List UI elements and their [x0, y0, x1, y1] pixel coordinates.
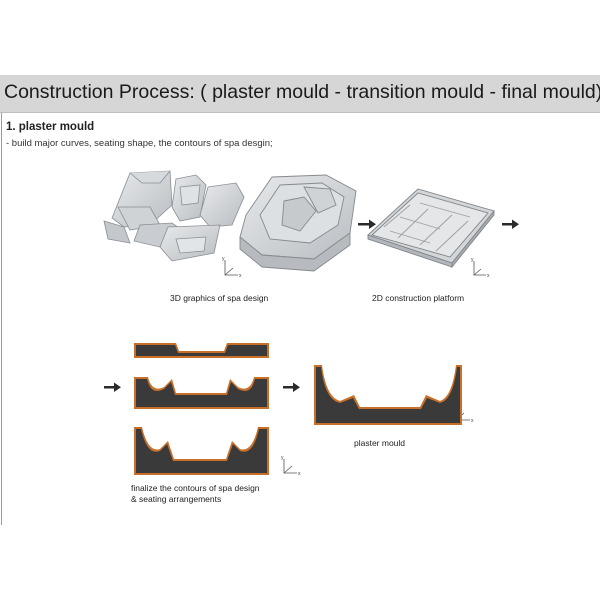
- caption-finalize-line-1: finalize the contours of spa design: [131, 483, 260, 493]
- axis-marker-4: [283, 459, 297, 474]
- axis-label-y-1: y: [222, 256, 225, 262]
- caption-finalize-line-2: & seating arrangements: [131, 494, 222, 504]
- arrow-to-plaster-mould: [283, 382, 300, 392]
- cross-section-plaster-mould: [314, 365, 462, 425]
- cross-section-deep-seats: [134, 427, 269, 475]
- section-heading: 1. plaster mould: [6, 121, 95, 133]
- platform-2d-illustration: [367, 188, 495, 269]
- section-description: - build major curves, seating shape, the…: [6, 138, 273, 149]
- axis-label-x-4: x: [298, 471, 301, 477]
- axis-label-x-2: x: [487, 273, 490, 279]
- arrow-after-platform: [502, 219, 519, 229]
- page-title: Construction Process: ( plaster mould - …: [4, 81, 600, 103]
- axis-marker-1: [224, 260, 238, 276]
- caption-plaster-mould: plaster mould: [354, 438, 406, 448]
- caption-2d-platform: 2D construction platform: [372, 293, 465, 303]
- caption-finalize-contours: finalize the contours of spa design & se…: [131, 483, 260, 505]
- left-border-line: [1, 75, 2, 525]
- axis-label-y-2: y: [471, 257, 474, 263]
- content-frame: Construction Process: ( plaster mould - …: [0, 75, 600, 525]
- spa-3d-assembled-illustration: [239, 174, 357, 272]
- cross-section-shallow-seats: [134, 377, 269, 409]
- cross-section-flat-slab: [134, 343, 269, 358]
- axis-marker-2: [473, 261, 486, 276]
- process-figure: y x y x y x y x: [103, 170, 519, 477]
- axis-label-y-4: y: [281, 455, 284, 461]
- caption-3d-graphics: 3D graphics of spa design: [170, 293, 269, 303]
- axis-label-x-1: x: [239, 273, 242, 279]
- axis-label-x-3: x: [471, 418, 474, 424]
- arrow-to-platform: [358, 219, 376, 229]
- title-bar: Construction Process: ( plaster mould - …: [0, 75, 600, 113]
- spa-3d-exploded-illustration: [103, 170, 245, 262]
- arrow-into-section: [104, 382, 121, 392]
